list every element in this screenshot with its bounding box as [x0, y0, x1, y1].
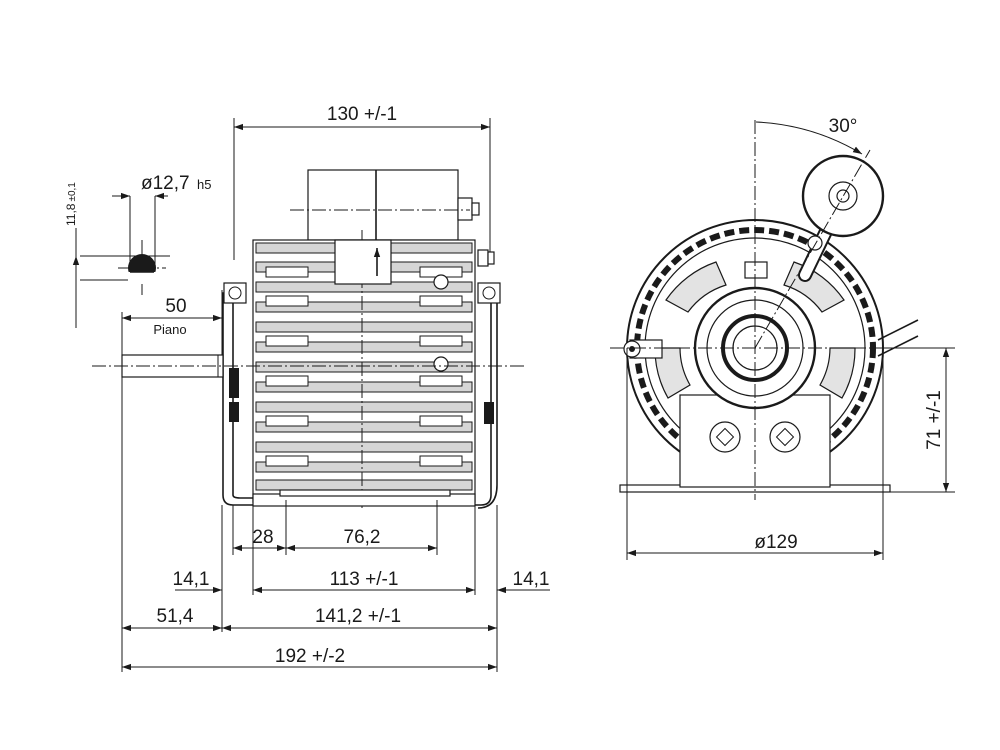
dim-right-14-label: 14,1 [513, 569, 550, 590]
shaft-tolerance-label: h5 [197, 177, 211, 192]
dim-129-label: ø129 [754, 532, 797, 553]
dim-141-label: 141,2 +/-1 [315, 606, 401, 627]
dim-51-label: 51,4 [157, 606, 194, 627]
dim-28-label: 28 [252, 527, 273, 548]
angle-30-label: 30° [829, 116, 858, 137]
shaft-section-detail: 11,8±0,1 ø12,7 h5 [64, 173, 211, 328]
dim-50-label: 50 [165, 296, 186, 317]
dim-113-label: 113 +/-1 [330, 569, 399, 590]
dim-192-label: 192 +/-2 [275, 646, 345, 667]
motor-side-view: 130 +/-1 [92, 104, 550, 672]
shaft-diameter-label: ø12,7 [141, 173, 190, 194]
dim-76-label: 76,2 [344, 527, 381, 548]
motor-front-view: 30° ø129 71 +/-1 [610, 116, 955, 560]
dim-left-14-label: 14,1 [173, 569, 210, 590]
dim-71-label: 71 +/-1 [924, 390, 945, 450]
flat-height-label: 11,8±0,1 [64, 182, 78, 226]
flat-piano-label: Piano [153, 322, 186, 337]
cooling-fins [255, 242, 473, 491]
dim-130-label: 130 +/-1 [327, 104, 397, 125]
